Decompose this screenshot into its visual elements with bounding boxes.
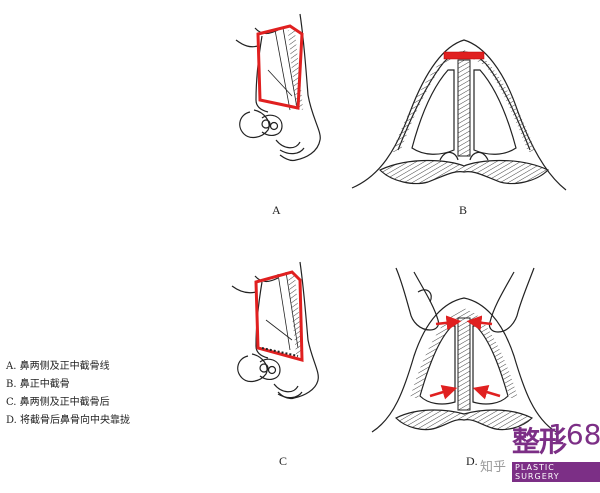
arrow-upper-right bbox=[466, 315, 493, 331]
panel-d-arrows bbox=[429, 315, 501, 400]
panel-c-lateral-nose bbox=[231, 261, 319, 400]
brand-number: 168 bbox=[548, 418, 600, 451]
panel-label-c: C bbox=[279, 454, 287, 468]
arrow-lower-left bbox=[429, 384, 458, 400]
legend-item-a: A. 鼻两侧及正中截骨线 bbox=[6, 361, 110, 372]
panel-a-cut-outline bbox=[256, 24, 304, 110]
panel-b-cut-bar bbox=[443, 51, 485, 60]
arrow-upper-left bbox=[435, 315, 462, 331]
zhihu-watermark: 知乎 bbox=[480, 460, 507, 475]
arrow-lower-right bbox=[472, 384, 501, 400]
legend-item-d: D. 将截骨后鼻骨向中央靠拢 bbox=[6, 415, 131, 426]
panel-label-b: B bbox=[459, 203, 467, 217]
brand-subtitle: PLASTIC SURGERY bbox=[512, 462, 600, 482]
panel-label-a: A bbox=[272, 203, 281, 217]
panel-c-cut-outline bbox=[254, 270, 304, 362]
panel-label-d: D. bbox=[466, 454, 478, 468]
legend-item-b: B. 鼻正中截骨 bbox=[6, 379, 70, 390]
legend: A. 鼻两侧及正中截骨线 B. 鼻正中截骨 C. 鼻两侧及正中截骨后 D. 将截… bbox=[6, 358, 206, 430]
panel-a-lateral-nose bbox=[235, 13, 321, 162]
panel-b-cross-section bbox=[351, 39, 567, 191]
panel-d-cross-section bbox=[371, 267, 557, 433]
legend-item-c: C. 鼻两侧及正中截骨后 bbox=[6, 397, 110, 408]
brand-logo: 整形 bbox=[512, 425, 567, 458]
